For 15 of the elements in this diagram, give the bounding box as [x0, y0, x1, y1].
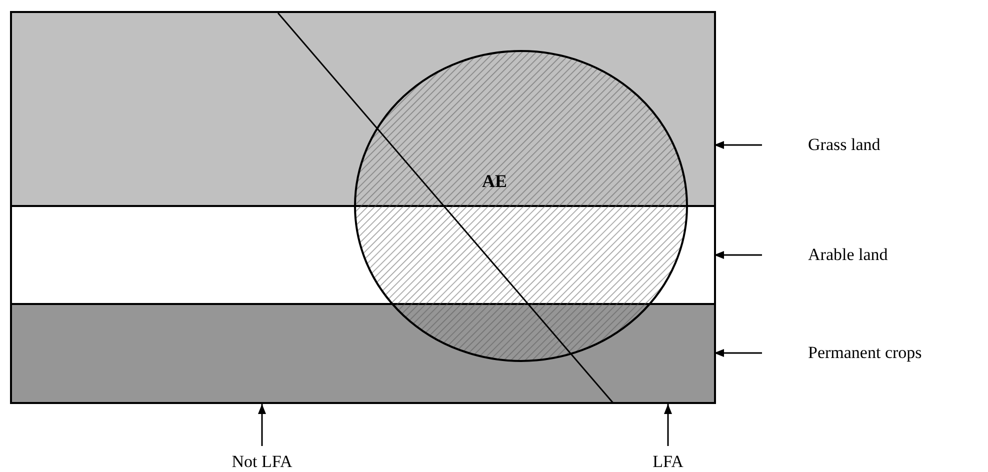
arrow [258, 404, 266, 446]
arrow [664, 404, 672, 446]
label-text: Arable land [808, 245, 928, 265]
label-text: LFA [633, 452, 703, 472]
arrow [714, 141, 762, 149]
grass-land-band [12, 13, 714, 207]
ae-circle [354, 50, 688, 362]
arrow [714, 251, 762, 259]
label-text: Not LFA [212, 452, 312, 472]
permanent-crops-band [12, 305, 714, 402]
land-area-frame [10, 11, 716, 404]
label-text: Permanent crops [808, 343, 978, 363]
label-text: Grass land [808, 135, 928, 155]
area-label: AE [482, 170, 508, 193]
arrow [714, 349, 762, 357]
